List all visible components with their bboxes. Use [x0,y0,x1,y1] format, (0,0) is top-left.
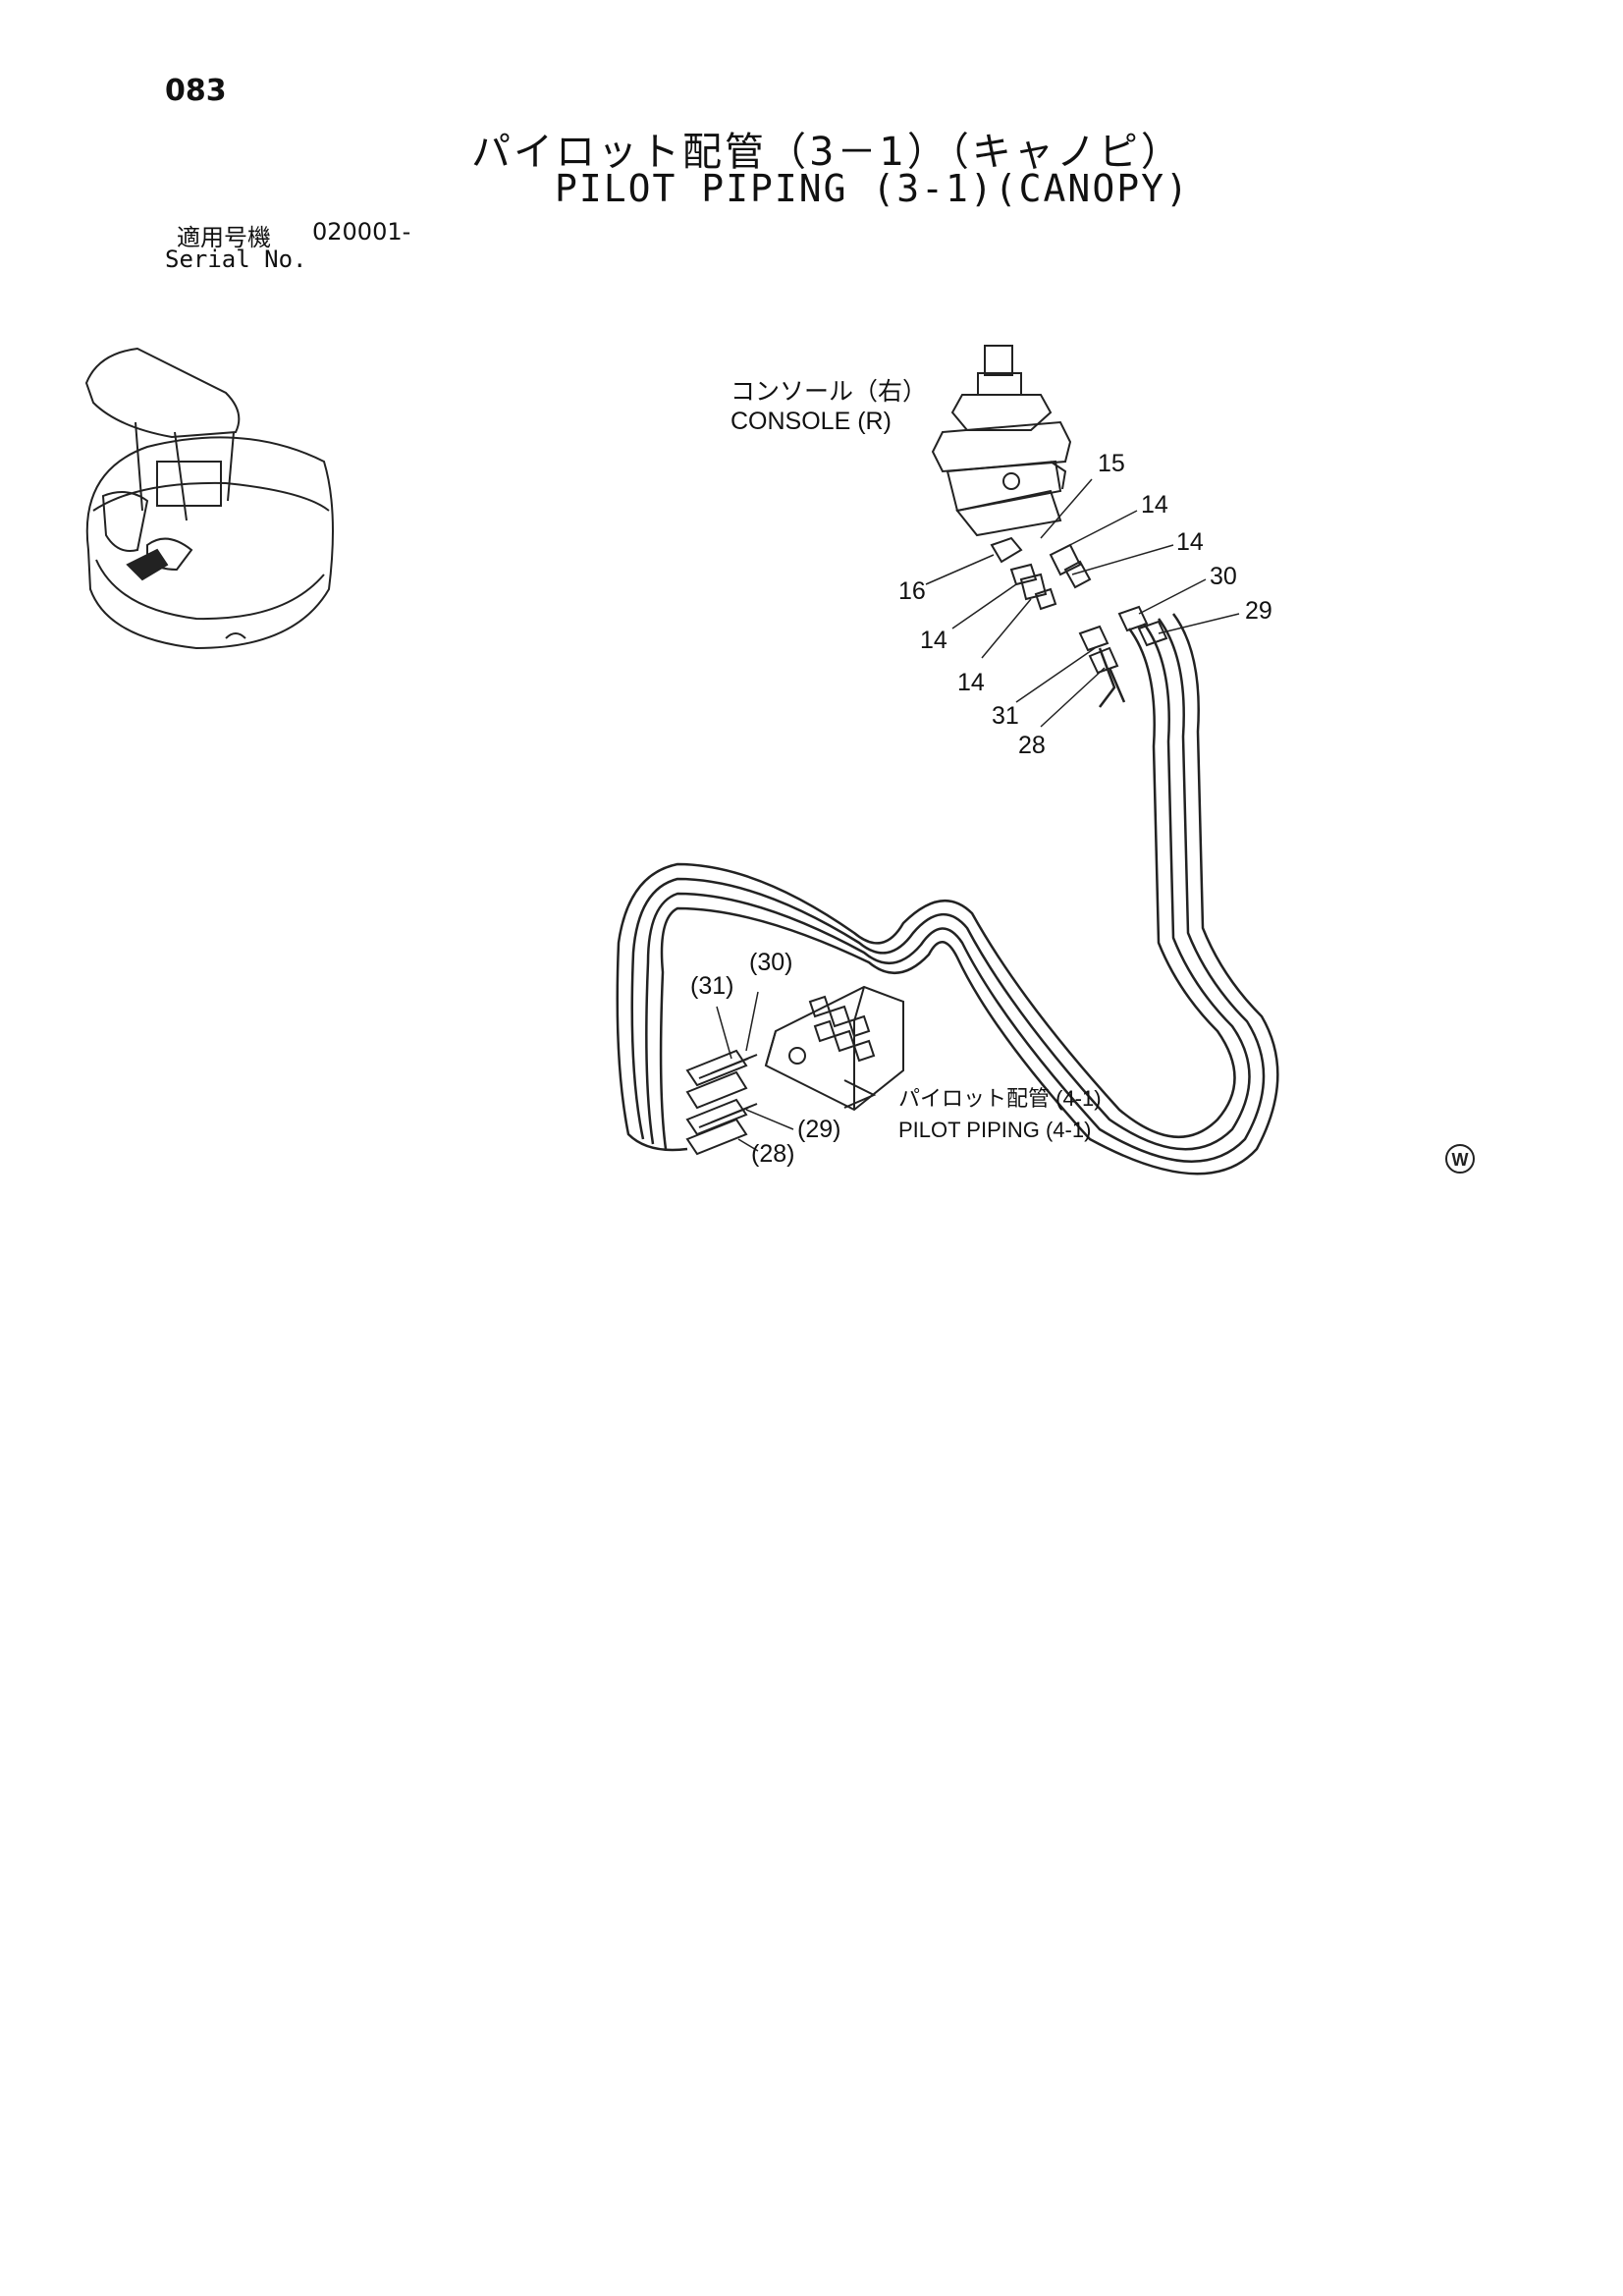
watermark-letter: W [1452,1150,1469,1170]
hose-fittings-upper [990,536,1168,675]
callout-31: 31 [992,702,1019,730]
serial-label-english: Serial No. [165,246,307,273]
callout-29: 29 [1245,597,1272,625]
watermark-symbol: W [1445,1144,1475,1174]
callout-14-b: 14 [1176,528,1204,556]
callout-14-a: 14 [1141,491,1168,519]
page-title-japanese: パイロット配管（3－1）（キャノピ） [471,130,1183,175]
callout-28: 28 [1018,732,1046,759]
callout-15: 15 [1098,450,1125,477]
pilot-hose-bundle [616,613,1279,1175]
serial-label-japanese: 適用号機 [177,224,271,251]
machine-overview-illustration [84,347,334,650]
callout-28-ref: (28) [751,1140,794,1168]
page-title-english: PILOT PIPING (3-1)(CANOPY) [555,167,1190,210]
pilot-piping-reference-japanese: パイロット配管 (4-1) [898,1086,1102,1111]
console-label-english: CONSOLE (R) [730,408,892,435]
callout-30: 30 [1210,563,1237,590]
console-label-japanese: コンソール（右） [730,378,927,406]
page-number: 083 [165,74,227,108]
callout-14-d: 14 [957,669,985,696]
pilot-piping-reference-english: PILOT PIPING (4-1) [898,1118,1091,1142]
callout-16: 16 [898,577,926,605]
pilot-valve-console-r [931,345,1072,537]
serial-number-value: 020001- [312,218,411,246]
callout-30-ref: (30) [749,949,792,976]
callout-14-c: 14 [920,627,947,654]
callout-31-ref: (31) [690,972,733,1000]
callout-leader-lines [716,478,1240,1152]
hose-end-fittings-lower [685,1049,758,1156]
junction-block [764,985,904,1112]
callout-29-ref: (29) [797,1116,840,1143]
